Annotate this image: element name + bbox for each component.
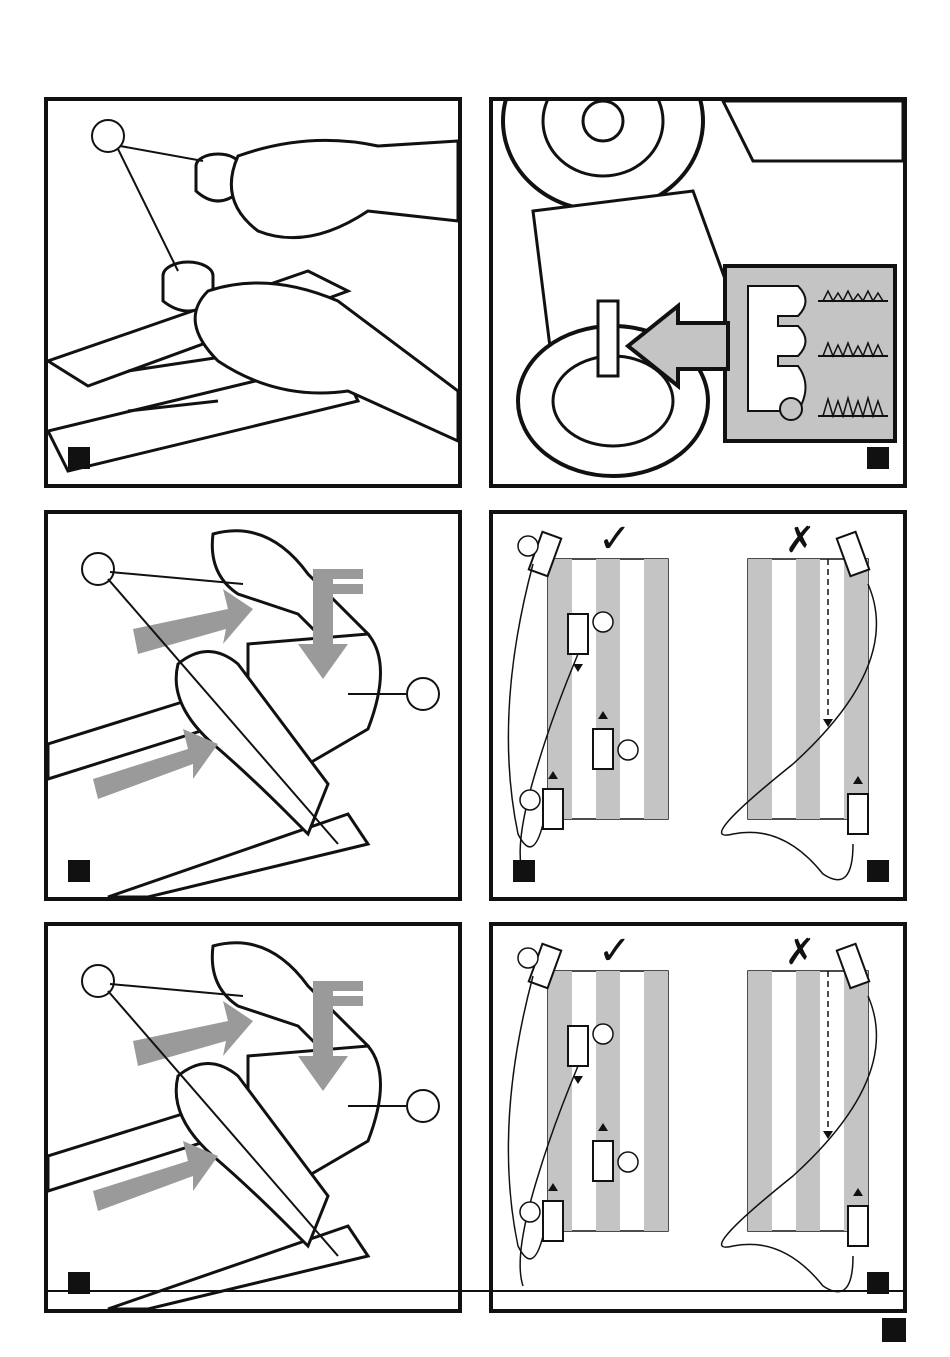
page-number-box (882, 1318, 906, 1342)
figure-mowing-pattern-b: ✓ ✗ (489, 922, 907, 1313)
figure-handle-grip (44, 97, 462, 488)
correct-mark: ✓ (598, 928, 632, 974)
figure-number-box (513, 860, 535, 882)
figure-number-box (68, 447, 90, 469)
figure-number-box (68, 860, 90, 882)
figure-switch-box-a (44, 510, 462, 901)
figure-switch-box-b (44, 922, 462, 1313)
correct-mark: ✓ (598, 516, 632, 562)
figure-number-box (867, 447, 889, 469)
figure-mowing-pattern-a: ✓ ✗ (489, 510, 907, 901)
footer-rule (44, 1290, 906, 1292)
wrong-mark: ✗ (785, 520, 815, 561)
wrong-mark: ✗ (785, 932, 815, 973)
figure-number-box (867, 860, 889, 882)
figure-height-adjust (489, 97, 907, 488)
